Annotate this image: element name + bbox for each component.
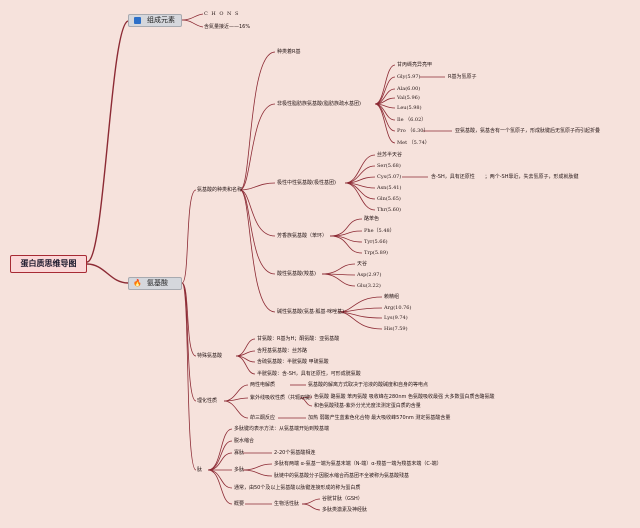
nonpolar-item: Gly(5.97) (397, 74, 421, 80)
nonpolar-item: Ala(6.00) (397, 86, 421, 92)
polar-item: Ser(5.68) (377, 163, 401, 169)
aromatic-item: 酪苯色 (364, 216, 380, 222)
aromatic-item: Trp(5.89) (364, 250, 388, 256)
composition-node[interactable]: 组成元素 (128, 14, 182, 27)
kinds-count-text: 种类着R基 (277, 49, 301, 55)
physchem-item: 茚三酮反应 (250, 415, 276, 421)
peptide-node[interactable]: 肽 (197, 467, 203, 473)
poly-note: 多肽有两端 α-氨基一端为氨基末端（N-端）α-羧基一端为羧基末端（C-端） (274, 461, 442, 467)
composition-label: 组成元素 (147, 16, 175, 24)
nonpolar-item: Val(5.96) (397, 95, 420, 101)
physchem-item: 两性电解质 (250, 382, 276, 388)
polar-item: Gln(5.65) (377, 196, 401, 202)
aromatic-node[interactable]: 芳香族氨基酸（苯环） (277, 233, 328, 239)
basic-item: Lys(9.74) (384, 315, 408, 321)
special-item: 含硫氨基酸：半胱氨酸 甲硫氨酸 (257, 359, 329, 365)
basic-item: His(7.59) (384, 326, 408, 332)
acidic-item: Asp(2.97) (357, 272, 382, 278)
cys-note: 含-SH，具有还原性 ；两个-SH靠近，失去氢原子，形成就肽键 (431, 174, 579, 180)
polar-item: Asn(5.41) (377, 185, 402, 191)
peptide-item: 通常，由50个及以上氨基酸以肽键连接形成的称为蛋白质 (234, 485, 361, 491)
special-item: 甘氨酸：R基为H；酮氨酸：亚氨基酸 (257, 336, 340, 342)
amino-acid-node[interactable]: 🔥 氨基酸 (128, 277, 182, 290)
acidic-node[interactable]: 酸性氨基酸(羧基) (277, 271, 316, 277)
polar-item: Cys(5.07) (377, 174, 402, 180)
physchem-item: 紫外线吸收性质（共轭双键） (250, 395, 316, 401)
summary-item: 谷胱甘肽（GSH） (322, 496, 363, 502)
polar-item: Thr(5.60) (377, 207, 401, 213)
amino-acid-label: 氨基酸 (147, 279, 168, 287)
basic-item: 赖精组 (384, 294, 400, 300)
nonpolar-item: Leu(5.98) (397, 105, 422, 111)
pro-note: 亚氨基酸，氨基含有一个氢原子，形成肽键后无氢原子而引起折叠 (455, 128, 601, 134)
special-node[interactable]: 特殊氨基酸 (197, 353, 223, 359)
acidic-item: Glu(3.22) (357, 283, 381, 289)
physchem-note: 氨基酸的解离方式取决于溶液的酸碱度和自身的等电点 (308, 382, 429, 388)
aromatic-item: Phe（5.48） (364, 228, 395, 234)
polar-item: 丝苏半天谷 (377, 152, 403, 158)
nonpolar-item: Ile （6.02） (397, 117, 427, 123)
blue-square-icon (134, 17, 141, 24)
summary-item: 多肽类激素及神经肽 (322, 507, 368, 513)
polar-node[interactable]: 极性中性氨基酸(极性基团) (277, 180, 336, 186)
peptide-item: 寡肽 (234, 450, 245, 456)
peptide-item: 概要 (234, 501, 245, 507)
flame-icon: 🔥 (133, 279, 142, 287)
basic-node[interactable]: 碱性氨基酸(氨基·胍基·咪唑基) (277, 309, 345, 315)
physchem-node[interactable]: 理化性质 (197, 398, 218, 404)
nitrogen-text: 含氮量接近——16% (204, 24, 251, 30)
physchem-note: 加热 弱酸产生蓝紫色化合物 最大吸收峰570nm 测定氨基酸含量 (308, 415, 451, 421)
nonpolar-item: 甘丙缬亮异亮甲 (397, 62, 433, 68)
peptide-item: 多肽 (234, 467, 245, 473)
elements-text: C H O N S (204, 11, 240, 17)
poly-note: 肽链中的氨基酸分子因脱水缩合而基团不全被称为氨基酸残基 (274, 473, 410, 479)
oligo-note: 2-20个氨基酸相连 (274, 450, 316, 456)
aromatic-item: Tyr(5.66) (364, 239, 388, 245)
basic-item: Arg(10.76) (384, 305, 412, 311)
nonpolar-node[interactable]: 非极性脂肪族氨基酸(脂肪族疏水基团) (277, 101, 361, 107)
nonpolar-item: Met （5.74） (397, 140, 430, 146)
physchem-note: 和色氨酸残基-紫外分光光度法测定蛋白质的含量 (314, 403, 421, 409)
summary-node: 生物活性肽 (274, 501, 300, 507)
kinds-node[interactable]: 氨基酸的种类和名称 (197, 187, 243, 193)
special-item: 半胱氨酸：含-SH，具有还原性，可形成胱氨酸 (257, 371, 361, 377)
peptide-item: 脱水缩合 (234, 438, 255, 444)
root-node[interactable]: 蛋白质思维导图 (10, 255, 87, 273)
acidic-item: 天谷 (357, 261, 368, 267)
physchem-note: 色氨酸 酪氨酸 苯丙氨酸 吸收峰在280nm 色氨酸吸收最强 大多数蛋白质含酪氨… (314, 394, 495, 400)
nonpolar-item: Pro （6.30） (397, 128, 429, 134)
peptide-item: 多肽键均表示方法：从氨基端开始到羧基端 (234, 426, 330, 432)
gly-note: R基为氢原子 (448, 74, 477, 80)
special-item: 含羟基氨基酸：丝苏酪 (257, 348, 308, 354)
